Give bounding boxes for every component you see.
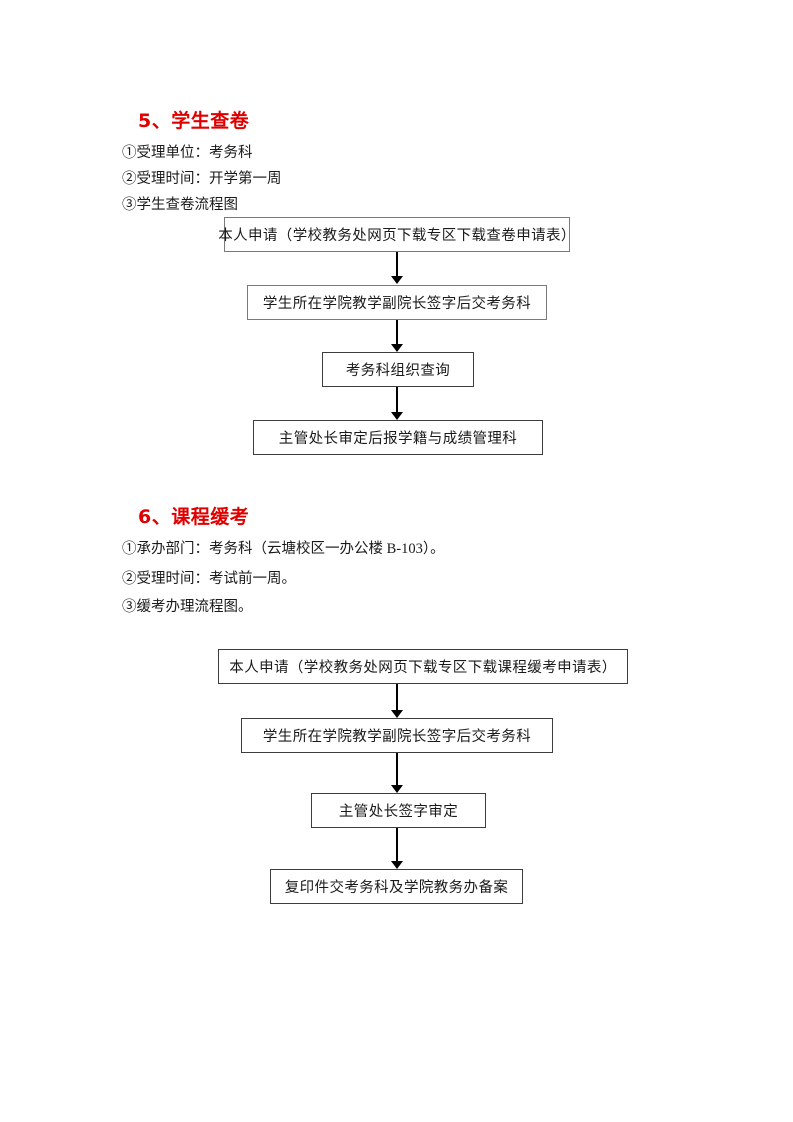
flow-node-2: 学生所在学院教学副院长签字后交考务科 [247,285,547,320]
section-5-line-3: ③学生查卷流程图 [122,197,238,213]
flow-node-4: 主管处长审定后报学籍与成绩管理科 [253,420,543,455]
flow-node-3: 主管处长签字审定 [311,793,486,828]
flow-arrow-2 [390,753,404,793]
flow-arrow-1 [390,684,404,718]
flow-arrow-3 [390,828,404,869]
flow-node-4: 复印件交考务科及学院教务办备案 [270,869,523,904]
section-6-line-2: ②受理时间：考试前一周。 [122,571,296,587]
flow-node-3: 考务科组织查询 [322,352,474,387]
flow-node-1: 本人申请（学校教务处网页下载专区下载查卷申请表） [218,217,575,252]
section-5-line-1: ①受理单位：考务科 [122,145,253,161]
section-5-line-2: ②受理时间：开学第一周 [122,171,282,187]
flow-node-1: 本人申请（学校教务处网页下载专区下载课程缓考申请表） [218,649,628,684]
section-heading-6: 6、课程缓考 [138,506,250,528]
flow-node-2: 学生所在学院教学副院长签字后交考务科 [241,718,553,753]
flow-arrow-1 [390,252,404,284]
flow-arrow-3 [390,387,404,420]
section-6-line-1: ①承办部门：考务科（云塘校区一办公楼 B-103）。 [122,541,445,557]
section-6-line-3: ③缓考办理流程图。 [122,599,253,615]
flow-arrow-2 [390,320,404,352]
section-heading-5: 5、学生查卷 [138,110,250,132]
